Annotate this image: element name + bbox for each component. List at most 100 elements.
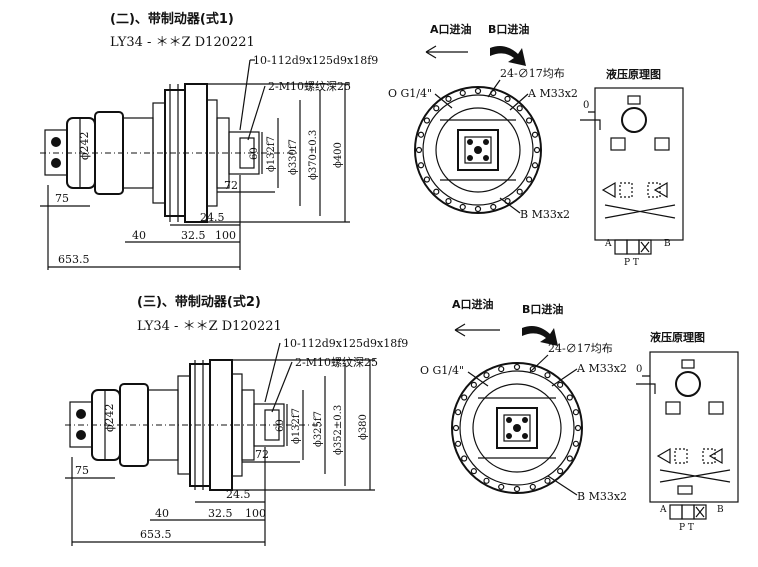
section-1-heading: (二)、带制动器(式1) — [110, 11, 234, 27]
spline-spec: 10-112d9x125d9x18f9 — [283, 337, 408, 350]
bolt-hole — [516, 105, 523, 112]
dim-72: 72 — [224, 179, 238, 192]
bolt-hole — [415, 146, 423, 154]
dim-24-5: 24.5 — [200, 211, 225, 224]
port-a-spec: A M33x2 — [576, 362, 627, 375]
motor-side-view-1 — [40, 83, 300, 223]
hydraulic-schematic-2: 液压原理图 0 A B P T — [636, 330, 739, 533]
arrow-left-icon — [425, 45, 468, 59]
bolt-hole — [490, 203, 497, 211]
bolt-hole — [574, 424, 582, 432]
bolt-hole — [544, 477, 551, 484]
hydraulic-title: 液压原理图 — [650, 330, 705, 344]
bolt-hole — [529, 365, 536, 373]
port-o-spec: O G1/4" — [388, 87, 432, 100]
port-a-flow-label: A口进油 — [430, 22, 472, 36]
bolt-hole — [544, 372, 551, 379]
spline-spec: 10-112d9x125d9x18f9 — [253, 54, 378, 67]
holes-spec: 2-M10螺纹深25 — [295, 355, 378, 369]
hydraulic-title: 液压原理图 — [606, 67, 661, 81]
bolt-hole — [445, 95, 452, 103]
arrow-left-icon — [454, 323, 500, 337]
bolt-hole — [474, 87, 482, 95]
bolt-hole — [470, 381, 477, 388]
motor-face-view-2 — [451, 362, 583, 494]
dim-60: 60 — [249, 147, 260, 160]
port-a-spec: A M33x2 — [527, 87, 578, 100]
port-b-flow-label: B口进油 — [522, 302, 563, 316]
bolt-hole — [531, 162, 539, 169]
bolt-hole — [474, 205, 482, 213]
valve-a-label: A — [604, 239, 612, 249]
dim-d242: ϕ242 — [103, 404, 116, 433]
dim-75: 75 — [55, 192, 69, 205]
bolt-hole — [433, 188, 440, 195]
bolt-hole — [529, 483, 536, 491]
port-o-spec: O G1/4" — [420, 364, 464, 377]
bolt-hole — [433, 105, 440, 112]
holes-spec: 2-M10螺纹深25 — [268, 79, 351, 93]
port-b-spec: B M33x2 — [577, 490, 627, 503]
bolt-hole — [461, 455, 468, 462]
bolt-hole — [557, 468, 564, 475]
valve-b-label: B — [664, 239, 671, 249]
section-1-model: LY34 - ＊＊Z D120221 — [110, 35, 255, 50]
dim-72: 72 — [255, 448, 269, 461]
bolt-hole — [452, 424, 460, 432]
bolt-hole — [459, 89, 466, 97]
dim-75: 75 — [75, 464, 89, 477]
valve-pt-label: P T — [624, 258, 639, 268]
valve-o-label: 0 — [583, 100, 589, 111]
bolt-hole — [525, 176, 533, 183]
section-1: (二)、带制动器(式1) LY34 - ＊＊Z D120221 — [40, 11, 684, 270]
dim-32-5: 32.5 — [181, 229, 206, 242]
bolt-hole — [525, 117, 533, 124]
section-2-heading: (三)、带制动器(式2) — [137, 294, 261, 310]
dim-d370: ϕ370±0.3 — [308, 130, 319, 180]
dim-24-5: 24.5 — [226, 488, 251, 501]
valve-pt-label: P T — [679, 523, 694, 533]
dim-653-5: 653.5 — [140, 528, 172, 541]
dim-40: 40 — [155, 507, 169, 520]
section-2-model: LY34 - ＊＊Z D120221 — [137, 319, 282, 334]
valve-a-label: A — [659, 505, 667, 515]
bolt-hole — [423, 176, 431, 183]
dim-d400: ϕ400 — [333, 142, 344, 168]
bolt-hole — [459, 203, 466, 211]
dim-100: 100 — [245, 507, 266, 520]
dim-100: 100 — [215, 229, 236, 242]
curved-arrow-right-icon — [490, 46, 526, 66]
dimensions-2: ϕ242 10-112d9x125d9x18f9 2-M10螺纹深25 60 ϕ… — [65, 337, 408, 546]
dim-d330: ϕ330f7 — [288, 139, 299, 175]
bolt-hole — [531, 131, 539, 138]
port-b-spec: B M33x2 — [520, 208, 570, 221]
bolt-hole — [483, 372, 490, 379]
bolt-hole — [572, 409, 580, 416]
bolt-hole — [572, 440, 580, 447]
dim-60: 60 — [275, 419, 286, 432]
bolt-hole — [566, 455, 573, 462]
bolt-hole — [513, 363, 521, 371]
bolt-hole — [445, 197, 452, 205]
dim-d132: ϕ132f7 — [266, 136, 277, 172]
bolt-hole — [470, 468, 477, 475]
hydraulic-schematic-1: 液压原理图 0 A B P T — [580, 67, 684, 268]
port-a-flow-label: A口进油 — [452, 297, 494, 311]
dim-d352: ϕ352±0.3 — [333, 405, 344, 455]
valve-b-label: B — [717, 505, 724, 515]
section-2: (三)、带制动器(式2) LY34 - ＊＊Z D120221 ϕ242 10- — [65, 294, 739, 546]
bolt-hole — [423, 117, 431, 124]
bolt-hole — [513, 485, 521, 493]
bolt-hole — [417, 162, 425, 169]
bolt-hole — [498, 365, 505, 373]
port-b-flow-label: B口进油 — [488, 22, 529, 36]
dim-d242: ϕ242 — [78, 132, 91, 161]
bolt-hole — [498, 483, 505, 491]
bolt-hole — [454, 409, 462, 416]
bolt-hole — [454, 440, 462, 447]
bolt-hole — [566, 394, 573, 401]
bolt-hole — [533, 146, 541, 154]
bolt-circle-spec: 24-∅17均布 — [500, 67, 565, 80]
dim-d325: ϕ325f7 — [313, 411, 324, 447]
